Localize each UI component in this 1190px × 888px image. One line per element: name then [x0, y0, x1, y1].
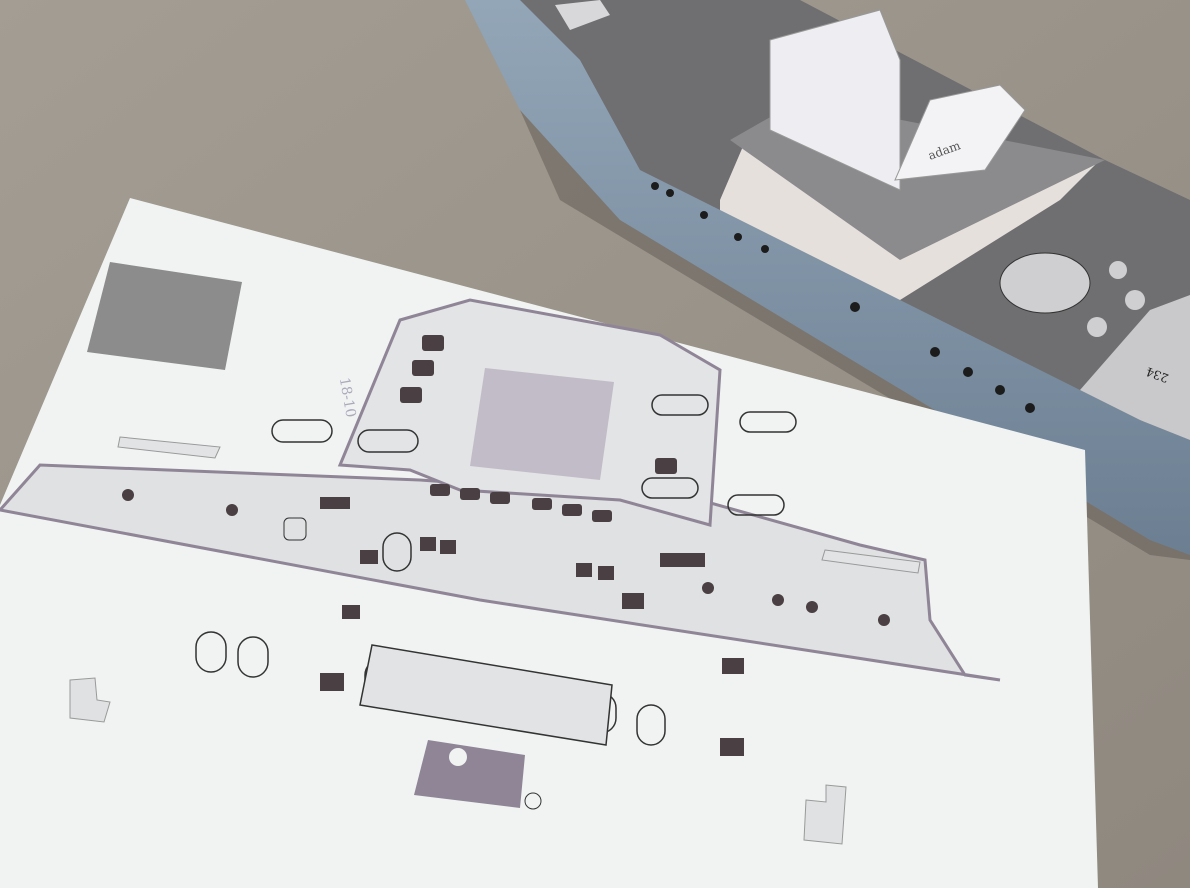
- deck-hatch-square: [555, 0, 610, 30]
- strip-part: [821, 549, 921, 574]
- bridge-floor-square: [470, 368, 614, 480]
- bridge-wing: [894, 84, 1026, 181]
- funnel-hole: [449, 748, 467, 766]
- deck-vent: [1087, 317, 1107, 337]
- small-round-part: [524, 792, 542, 810]
- corner-part: [69, 677, 111, 723]
- deck-hatch: [999, 252, 1091, 314]
- vent-grille: [283, 517, 307, 541]
- deck-light-panel: [1080, 295, 1190, 440]
- portholes-printed: [122, 489, 890, 626]
- sheet-code: 18-10: [336, 376, 359, 419]
- corner-part: [803, 784, 847, 845]
- deck-vent: [1109, 261, 1127, 279]
- strip-part: [117, 436, 221, 459]
- parts-sheet: 18-10: [0, 198, 1098, 888]
- deck-vent: [1125, 290, 1145, 310]
- bridge-wall: [769, 9, 901, 191]
- lower-deck-part: [359, 644, 613, 746]
- portholes: [651, 182, 1035, 413]
- deck-part: [0, 463, 1001, 682]
- funnel-base-part: [414, 740, 525, 808]
- gray-square-part: [87, 262, 242, 370]
